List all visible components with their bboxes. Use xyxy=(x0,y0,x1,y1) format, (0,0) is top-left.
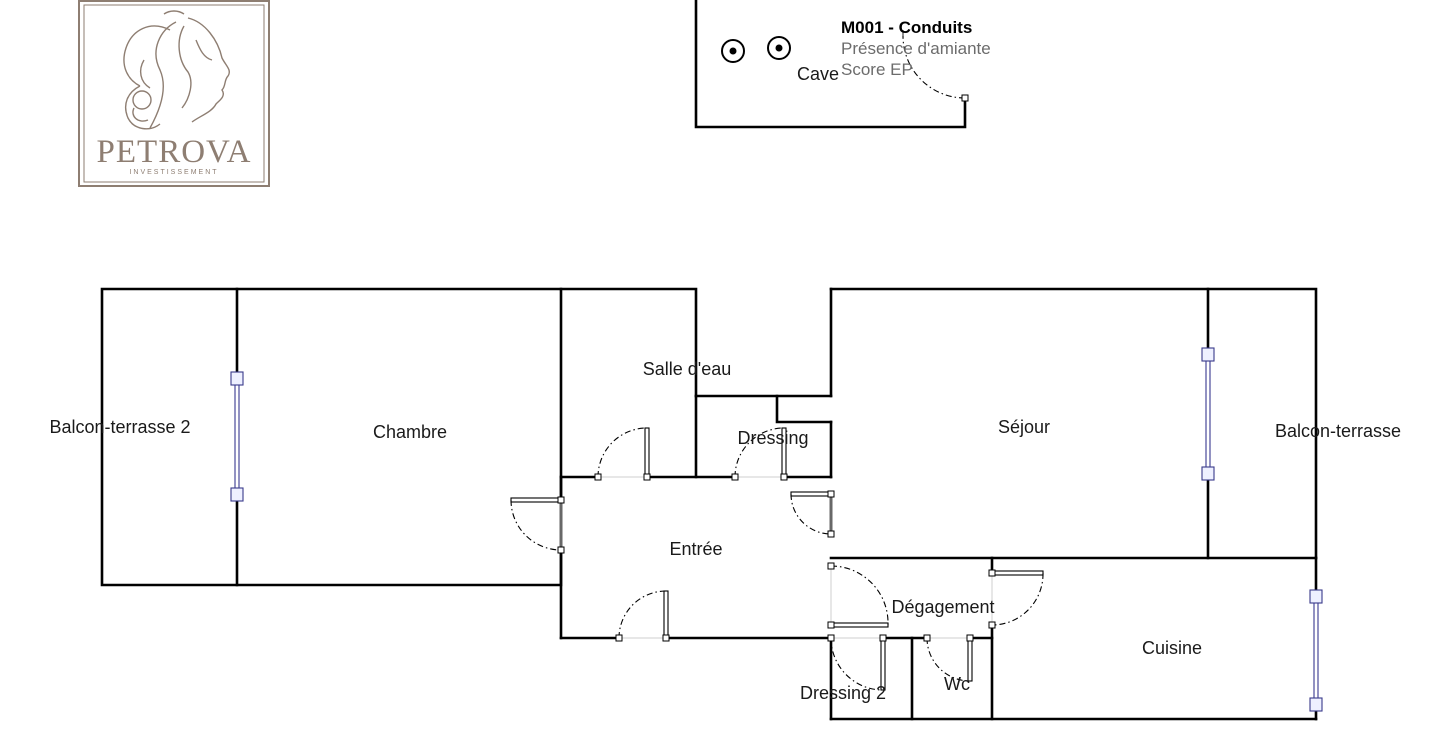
door-salle-deau xyxy=(594,427,651,481)
door-entree xyxy=(615,590,670,642)
door-chambre xyxy=(510,496,565,554)
door-openings xyxy=(560,476,993,639)
petrova-logo: PETROVA INVESTISSEMENT xyxy=(78,0,270,187)
room-label-salle-deau: Salle d'eau xyxy=(643,359,732,379)
door-wc xyxy=(923,634,974,682)
room-label-entree: Entrée xyxy=(669,539,722,559)
window-chambre xyxy=(230,371,244,502)
conduit-icon xyxy=(721,39,745,63)
room-label-dressing-2: Dressing 2 xyxy=(800,683,886,703)
woman-profile-icon xyxy=(123,10,231,130)
room-label-dressing: Dressing xyxy=(737,428,808,448)
room-label-balcon-terrasse-2: Balcon-terrasse 2 xyxy=(49,417,190,437)
cave-plan xyxy=(694,0,969,129)
conduit-icon xyxy=(767,36,791,60)
annotation-title: M001 - Conduits xyxy=(841,18,972,37)
annotation-line-2: Score EP xyxy=(841,60,913,79)
window-sejour xyxy=(1201,347,1215,481)
door-dressing xyxy=(731,427,788,481)
door-dressing-2 xyxy=(827,634,887,691)
logo-brand-text: PETROVA xyxy=(97,134,252,170)
door-cuisine xyxy=(988,569,1044,629)
room-label-degagement: Dégagement xyxy=(891,597,994,617)
room-label-chambre: Chambre xyxy=(373,422,447,442)
door-sejour xyxy=(790,490,835,538)
doors xyxy=(510,427,1044,691)
door-degagement xyxy=(827,562,889,629)
window-cuisine xyxy=(1309,589,1323,712)
windows xyxy=(230,347,1323,712)
room-label-balcon-terrasse: Balcon-terrasse xyxy=(1275,421,1401,441)
room-label-cave: Cave xyxy=(797,64,839,84)
apartment-walls xyxy=(100,287,1318,721)
room-label-cuisine: Cuisine xyxy=(1142,638,1202,658)
logo-tagline-text: INVESTISSEMENT xyxy=(129,169,218,176)
room-label-wc: Wc xyxy=(944,674,970,694)
annotation-line-1: Présence d'amiante xyxy=(841,39,991,58)
room-label-sejour: Séjour xyxy=(998,417,1050,437)
